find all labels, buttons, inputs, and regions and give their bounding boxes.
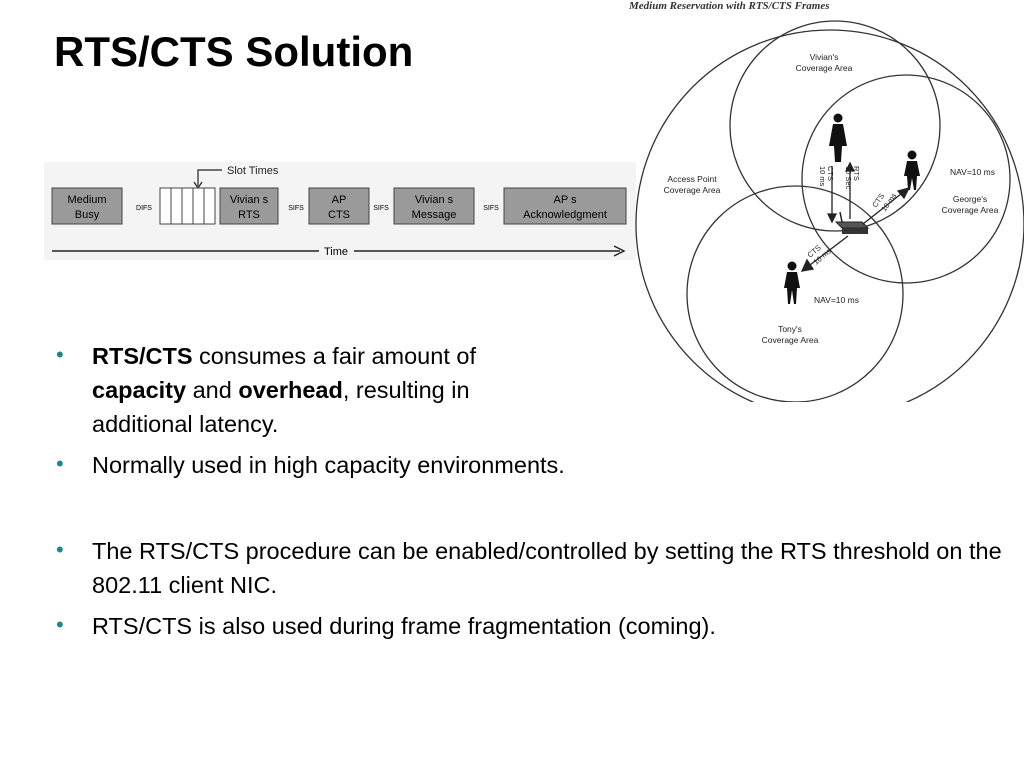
bold-rts-cts: RTS/CTS [92, 343, 193, 369]
bold-capacity: capacity [92, 377, 187, 403]
svg-text:Acknowledgment: Acknowledgment [523, 209, 607, 221]
bullet-list-top: • RTS/CTS consumes a fair amount of capa… [52, 339, 572, 489]
svg-text:AP s: AP s [553, 194, 577, 206]
time-label: Time [324, 246, 348, 258]
bullet-text: consumes a fair amount of [192, 343, 476, 369]
cts-arrow-label-2: 10 ms [818, 166, 827, 187]
sifs-label-3: SIFS [483, 205, 499, 212]
difs-label: DIFS [136, 205, 152, 212]
svg-text:AP: AP [332, 194, 347, 206]
rts-arrow-label: RTS [852, 166, 861, 181]
bullet-high-capacity: • Normally used in high capacity environ… [52, 448, 572, 482]
nav-george-label: NAV=10 ms [950, 167, 995, 177]
bullet-text: The RTS/CTS procedure can be enabled/con… [92, 538, 1002, 598]
svg-text:CTS: CTS [328, 209, 350, 221]
sifs-label-1: SIFS [288, 205, 304, 212]
svg-text:Busy: Busy [75, 209, 100, 221]
bullet-fragmentation: • RTS/CTS is also used during frame frag… [52, 609, 1012, 643]
bullet-icon: • [56, 342, 64, 367]
tony-area-label-2: Coverage Area [762, 335, 819, 345]
bullet-icon: • [56, 612, 64, 637]
medium-busy-block: Medium Busy [51, 187, 123, 225]
bullet-icon: • [56, 451, 64, 476]
vivian-area-label: Vivian's [810, 52, 839, 62]
access-point-coverage-circle [635, 29, 1024, 402]
george-area-label-2: Coverage Area [942, 205, 999, 215]
vivian-area-label-2: Coverage Area [796, 63, 853, 73]
george-coverage-circle [801, 74, 1011, 284]
timing-diagram: Slot Times Medium Busy DIFS Vivian s RTS… [44, 162, 636, 260]
svg-text:Medium: Medium [67, 194, 106, 206]
bullet-text: and [186, 377, 239, 403]
bullet-rts-threshold: • The RTS/CTS procedure can be enabled/c… [52, 534, 1012, 602]
tony-person-icon [784, 261, 800, 304]
george-area-label: George's [953, 194, 987, 204]
nav-tony-label: NAV=10 ms [814, 295, 859, 305]
george-person-icon [904, 150, 920, 190]
access-point-icon [834, 211, 870, 234]
bullet-rts-cts-overhead: • RTS/CTS consumes a fair amount of capa… [52, 339, 572, 441]
slide-title: RTS/CTS Solution [54, 28, 414, 75]
tony-area-label: Tony's [778, 324, 802, 334]
bullet-icon: • [56, 537, 64, 562]
bullet-list-bottom: • The RTS/CTS procedure can be enabled/c… [52, 534, 1012, 650]
vivian-person-icon [829, 113, 847, 162]
svg-text:Vivian s: Vivian s [230, 194, 269, 206]
bullet-text: , resulting in additional latency. [92, 377, 470, 437]
rts-arrow-label-2: 10 Sec [844, 166, 853, 190]
ap-area-label-2: Coverage Area [664, 185, 721, 195]
sifs-label-2: SIFS [373, 205, 389, 212]
vivian-coverage-circle [729, 20, 941, 232]
svg-text:Message: Message [412, 209, 457, 221]
bullet-text: RTS/CTS is also used during frame fragme… [92, 613, 716, 639]
ap-acknowledgment-block: AP s Acknowledgment [503, 187, 627, 225]
ap-area-label: Access Point [667, 174, 717, 184]
slot-times-label: Slot Times [227, 165, 279, 177]
slot-times-boxes [159, 187, 216, 225]
vivian-message-block: Vivian s Message [393, 187, 475, 225]
tony-coverage-circle [686, 185, 904, 402]
bold-overhead: overhead [238, 377, 343, 403]
time-arrow: Time [52, 245, 626, 258]
ap-cts-block: AP CTS [308, 187, 370, 225]
vivian-rts-block: Vivian s RTS [219, 187, 279, 225]
cts-arrow-label: CTS [826, 166, 835, 181]
svg-text:RTS: RTS [238, 209, 260, 221]
bullet-text: Normally used in high capacity environme… [92, 452, 565, 478]
coverage-diagram: Vivian's Coverage Area Access Point Cove… [635, 20, 1024, 402]
diagram-caption: Medium Reservation with RTS/CTS Frames [629, 0, 830, 12]
svg-text:Vivian s: Vivian s [415, 194, 454, 206]
